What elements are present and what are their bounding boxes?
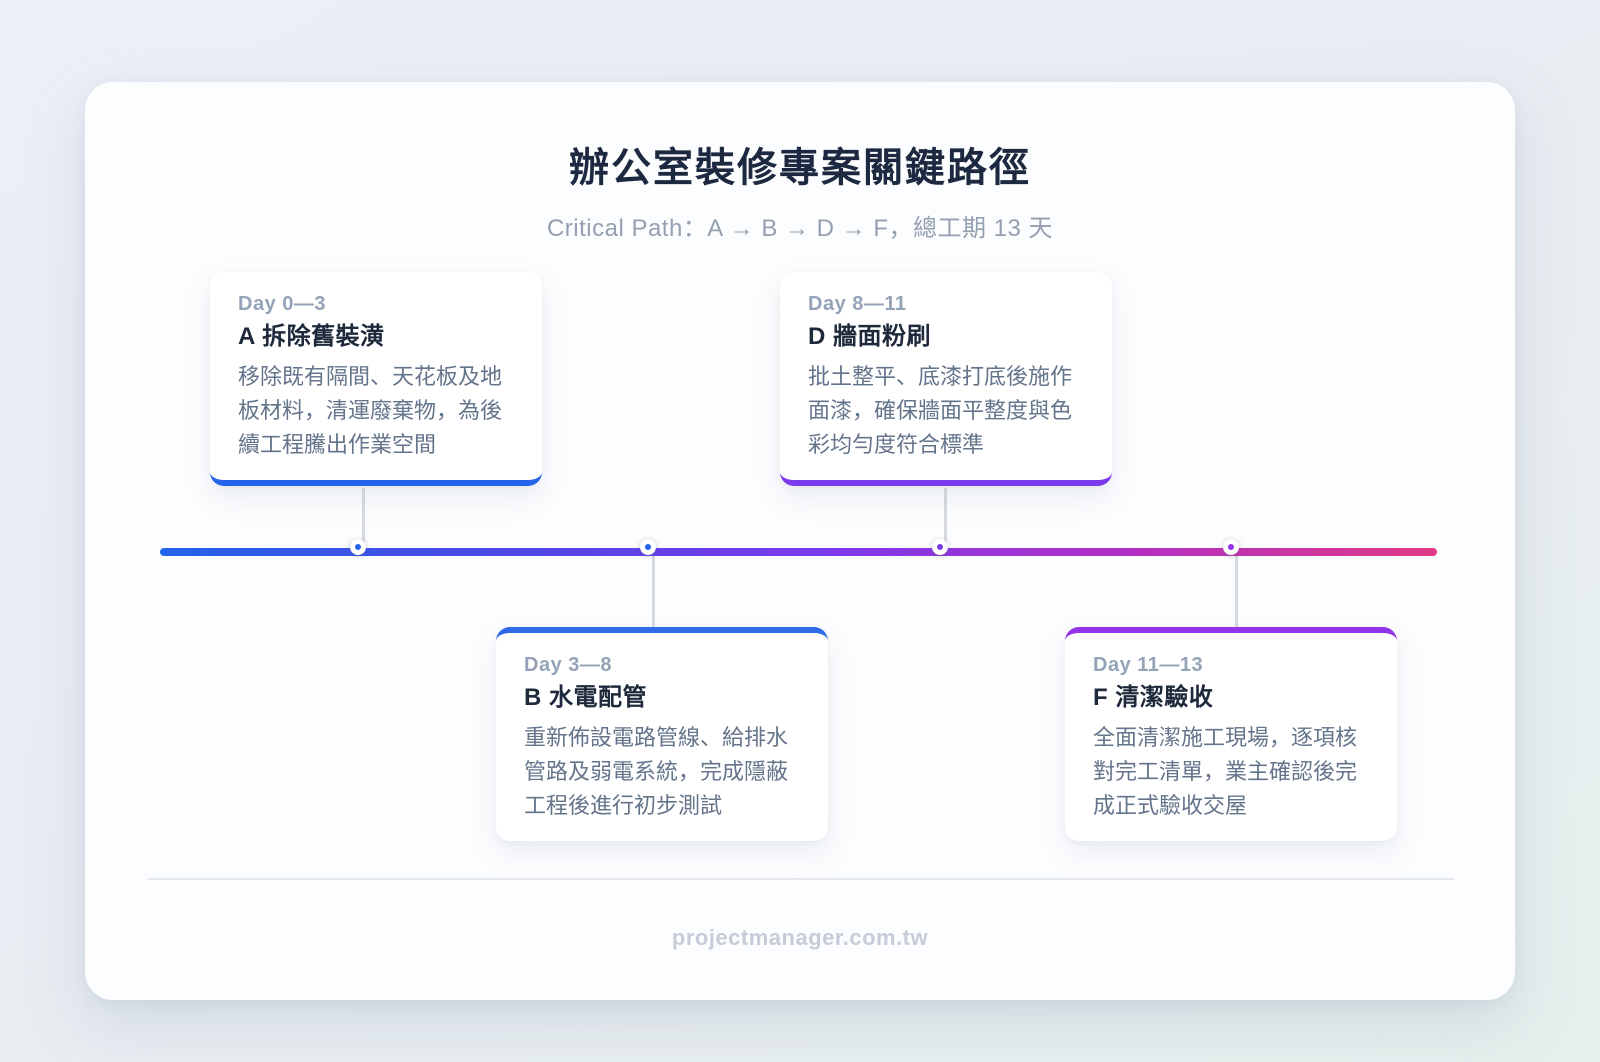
- milestone-day-label: Day 11—13: [1093, 654, 1204, 676]
- milestone-card-a: Day 0—3 A 拆除舊裝潢 移除既有隔間、天花板及地板材料，清運廢棄物，為後…: [210, 272, 542, 486]
- milestone-description: 全面清潔施工現場，逐項核對完工清單，業主確認後完成正式驗收交屋: [1093, 725, 1358, 818]
- milestone-title: D 牆面粉刷: [808, 323, 931, 350]
- footer-divider: [147, 878, 1454, 880]
- connector-line-f: [1235, 552, 1238, 627]
- timeline-dot-f: [1223, 539, 1239, 555]
- timeline-bar: [160, 548, 1437, 556]
- milestone-description: 重新佈設電路管線、給排水管路及弱電系統，完成隱蔽工程後進行初步測試: [524, 725, 789, 818]
- milestone-card-b: Day 3—8 B 水電配管 重新佈設電路管線、給排水管路及弱電系統，完成隱蔽工…: [496, 627, 828, 841]
- milestone-day-label: Day 0—3: [238, 293, 326, 315]
- milestone-card-d: Day 8—11 D 牆面粉刷 批土整平、底漆打底後施作面漆，確保牆面平整度與色…: [780, 272, 1112, 486]
- milestone-title: F 清潔驗收: [1093, 684, 1214, 711]
- page-title: 辦公室裝修專案關鍵路徑: [569, 146, 1031, 190]
- milestone-title: A 拆除舊裝潢: [238, 323, 385, 350]
- milestone-card-f: Day 11—13 F 清潔驗收 全面清潔施工現場，逐項核對完工清單，業主確認後…: [1065, 627, 1397, 841]
- timeline-dot-d: [932, 539, 948, 555]
- connector-line-d: [944, 488, 947, 552]
- milestone-title: B 水電配管: [524, 684, 647, 711]
- page-subtitle: Critical Path：A → B → D → F，總工期 13 天: [546, 215, 1054, 242]
- connector-line-b: [652, 552, 655, 627]
- milestone-day-label: Day 3—8: [524, 654, 612, 676]
- connector-line-a: [362, 488, 365, 552]
- footer-watermark: projectmanager.com.tw: [671, 925, 929, 950]
- milestone-day-label: Day 8—11: [808, 293, 907, 315]
- timeline-dot-b: [640, 539, 656, 555]
- milestone-description: 批土整平、底漆打底後施作面漆，確保牆面平整度與色彩均勻度符合標準: [808, 364, 1073, 457]
- timeline-dot-a: [350, 539, 366, 555]
- milestone-description: 移除既有隔間、天花板及地板材料，清運廢棄物，為後續工程騰出作業空間: [238, 364, 503, 457]
- main-panel: 辦公室裝修專案關鍵路徑 Critical Path：A → B → D → F，…: [85, 82, 1515, 1000]
